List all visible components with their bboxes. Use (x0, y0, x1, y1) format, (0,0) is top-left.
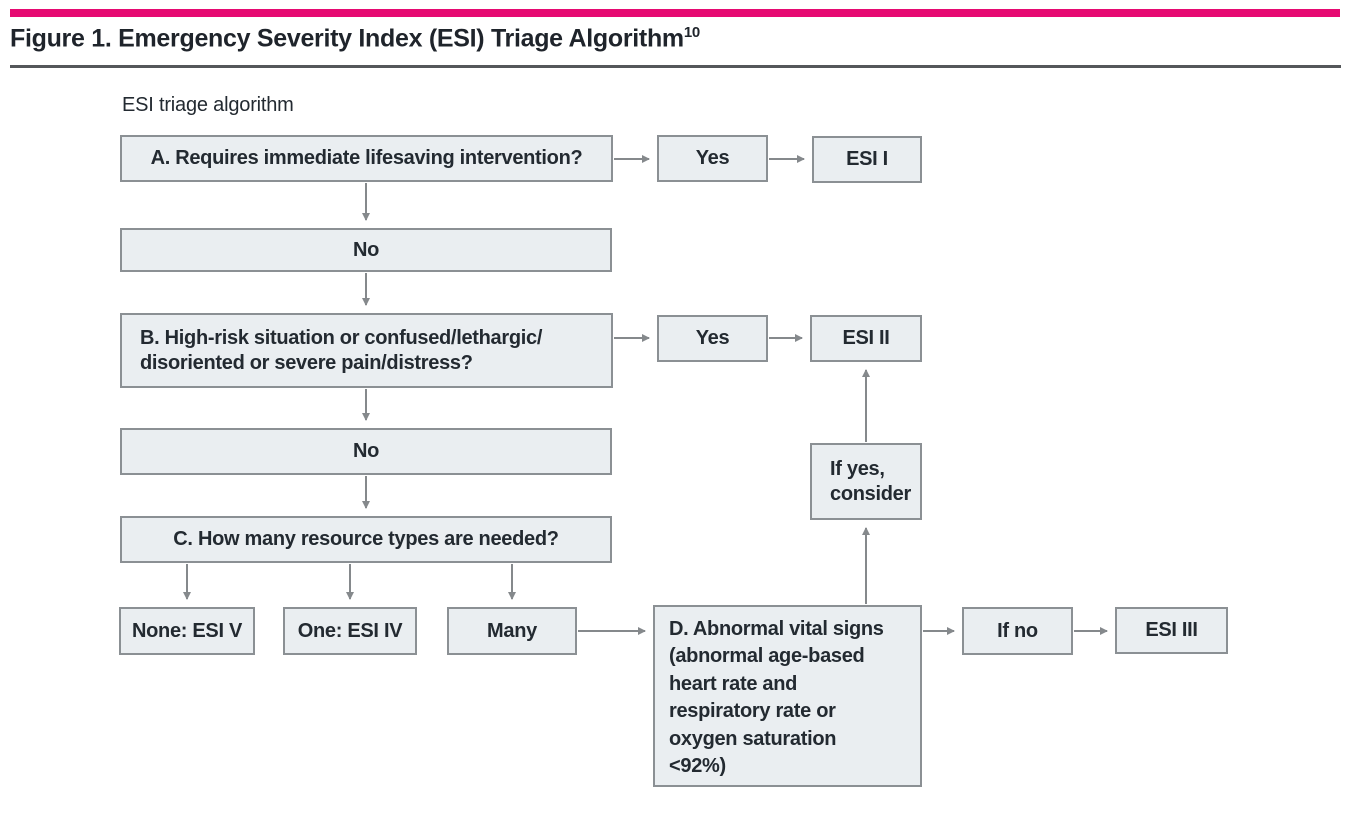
figure-title: Figure 1. Emergency Severity Index (ESI)… (10, 24, 700, 53)
node-no-row-a: No (120, 228, 612, 272)
node-b-high-risk: B. High-risk situation or confused/letha… (120, 313, 613, 388)
node-none-esi-5: None: ESI V (119, 607, 255, 655)
node-esi-2: ESI II (810, 315, 922, 362)
figure-title-reference-superscript: 10 (683, 24, 700, 41)
node-a-lifesaving-intervention: A. Requires immediate lifesaving interve… (120, 135, 613, 182)
figure-accent-bar (10, 9, 1340, 17)
node-esi-1: ESI I (812, 136, 922, 183)
node-no-row-b: No (120, 428, 612, 475)
node-yes-row-a: Yes (657, 135, 768, 182)
node-one-esi-4: One: ESI IV (283, 607, 417, 655)
node-c-resource-types: C. How many resource types are needed? (120, 516, 612, 563)
node-if-yes-consider: If yes, consider (810, 443, 922, 520)
title-divider-rule (10, 65, 1341, 68)
node-yes-row-b: Yes (657, 315, 768, 362)
node-esi-3: ESI III (1115, 607, 1228, 654)
node-if-no: If no (962, 607, 1073, 655)
node-d-abnormal-vital-signs: D. Abnormal vital signs (abnormal age-ba… (653, 605, 922, 787)
node-many: Many (447, 607, 577, 655)
figure-title-text: Figure 1. Emergency Severity Index (ESI)… (10, 24, 684, 53)
diagram-label: ESI triage algorithm (122, 94, 294, 116)
